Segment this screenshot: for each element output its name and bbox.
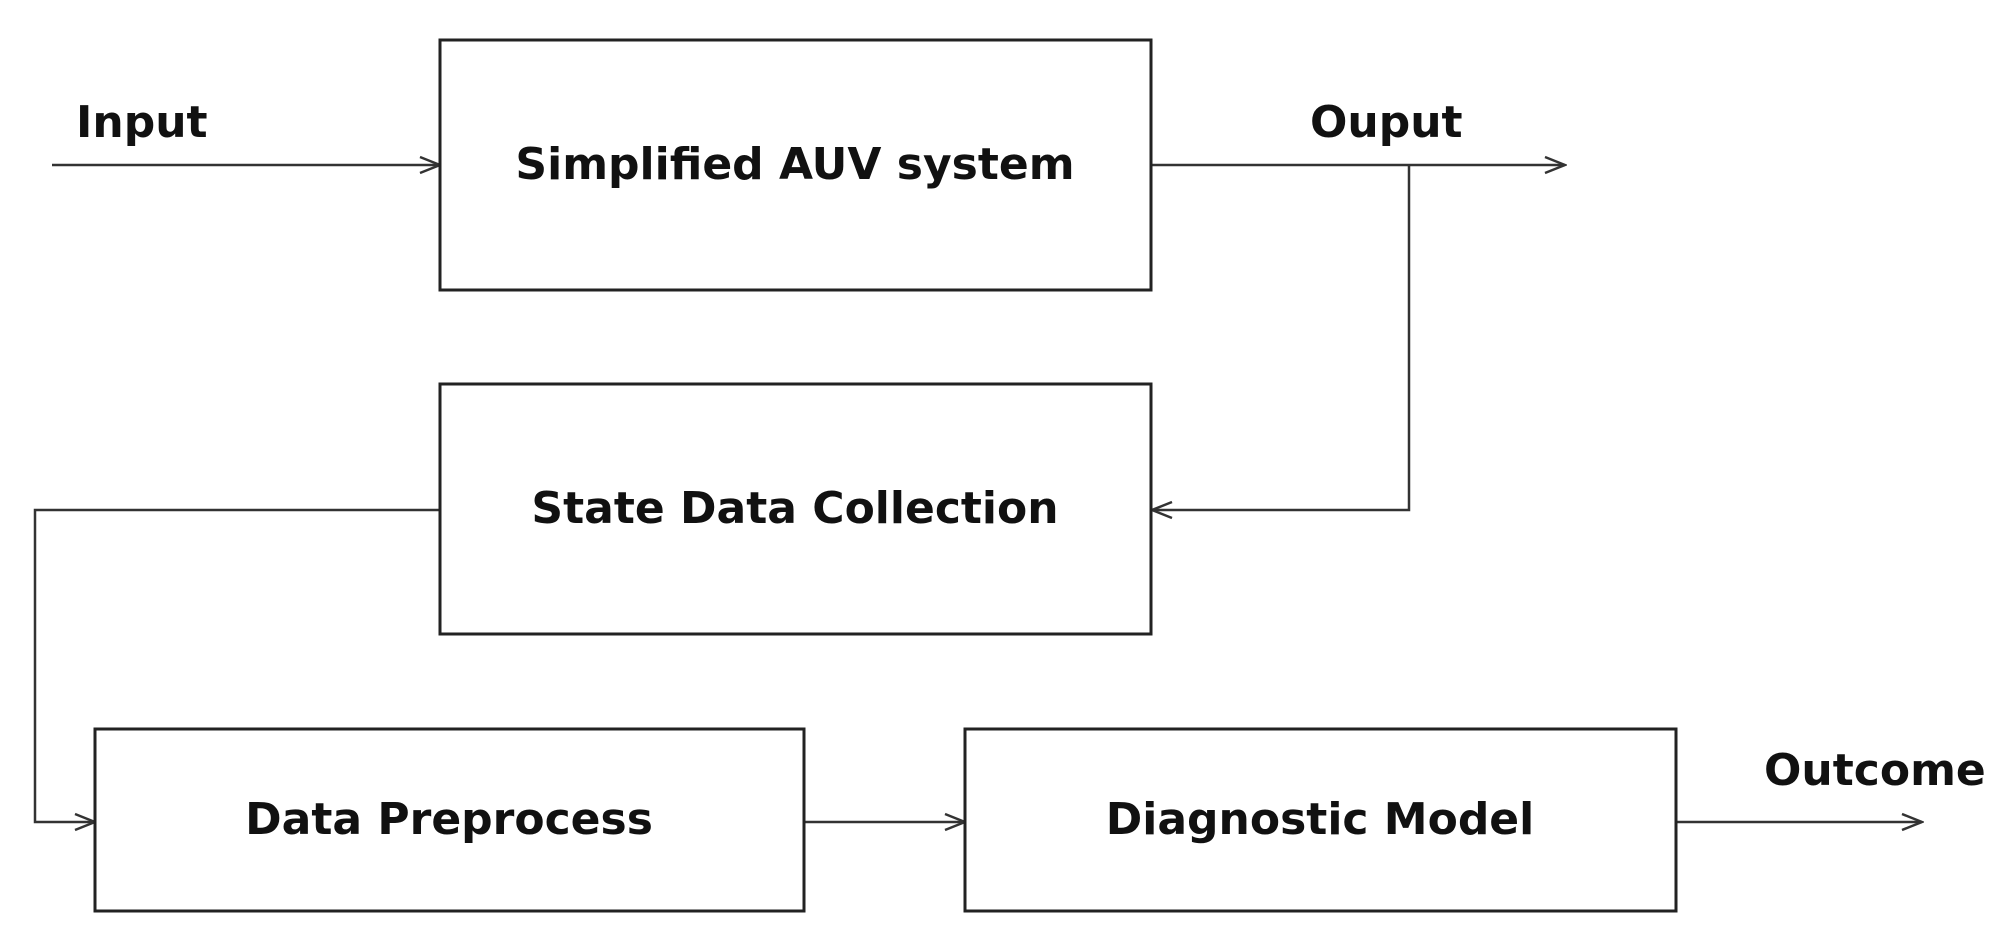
outcome-label: Outcome [1764, 745, 1986, 796]
feedback-arrow [1152, 165, 1411, 510]
node-state-data-collection-label: State Data Collection [531, 483, 1058, 534]
node-diagnostic-model: Diagnostic Model [963, 727, 1678, 913]
node-simplified-auv-system-label: Simplified AUV system [515, 139, 1074, 190]
node-simplified-auv-system: Simplified AUV system [438, 38, 1153, 292]
node-data-preprocess: Data Preprocess [93, 727, 806, 913]
node-data-preprocess-label: Data Preprocess [245, 794, 653, 845]
output-label: Ouput [1310, 97, 1463, 148]
input-label: Input [76, 97, 208, 148]
collection-to-preprocess-arrow [33, 508, 440, 822]
node-diagnostic-model-label: Diagnostic Model [1106, 794, 1534, 845]
node-state-data-collection: State Data Collection [438, 382, 1153, 636]
